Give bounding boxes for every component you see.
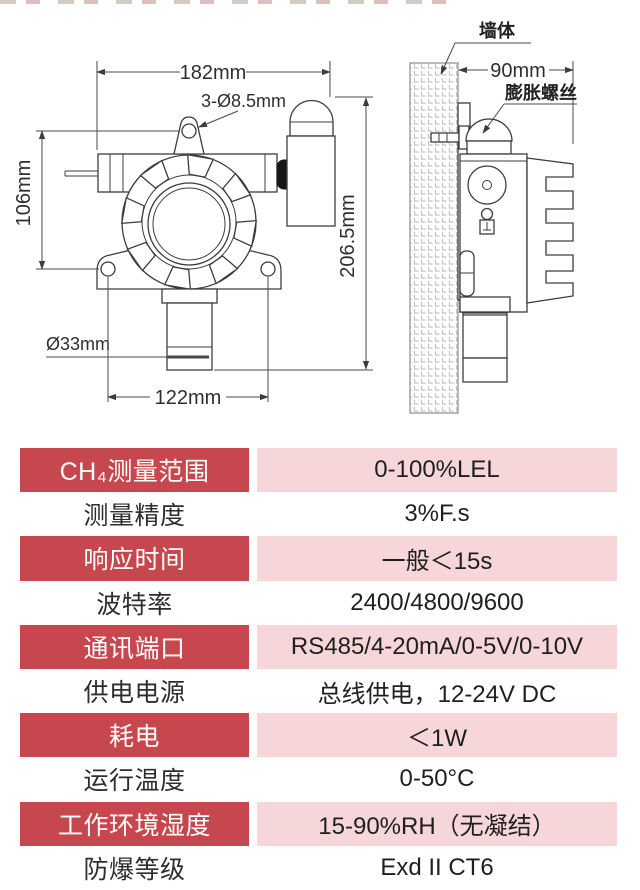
sensor-window-outer [147, 182, 231, 266]
top-crop-artifact [0, 0, 460, 4]
mounting-hole-right [260, 261, 276, 277]
front-view [64, 99, 336, 371]
spec-row: 运行温度 0-50°C [20, 757, 617, 801]
spec-label: 通讯端口 [20, 624, 249, 669]
spec-value: 15-90%RH（无凝结） [257, 801, 617, 846]
spec-label: 防爆等级 [83, 855, 186, 884]
spec-row: 测量精度 3%F.s [20, 492, 617, 536]
spec-label: 响应时间 [20, 536, 249, 581]
spec-label: 供电电源 [83, 679, 186, 708]
dimensions: 182mm 3-Ø8.5mm 106mm Ø33mm 122mm 206.5m [13, 20, 577, 409]
spec-value: 总线供电，12-24V DC [317, 680, 557, 708]
alarm-unit [286, 99, 336, 227]
housing-circle [120, 153, 258, 291]
dim-total-height: 206.5mm [337, 194, 359, 277]
spec-row: CH₄测量范围 0-100%LEL [20, 448, 617, 493]
spec-value: 一般＜15s [257, 536, 617, 581]
spec-row: 耗电 ＜1W [20, 713, 617, 758]
dim-depth: 90mm [490, 60, 546, 82]
spec-value: 0-50°C [399, 765, 475, 793]
dim-height: 106mm [13, 160, 35, 227]
screw-label: 膨胀螺丝 [504, 82, 577, 103]
spec-label: 运行温度 [83, 767, 186, 796]
wall-label: 墙体 [479, 20, 516, 41]
side-view [409, 62, 574, 414]
back-fins [526, 157, 574, 304]
dim-width: 182mm [180, 62, 247, 84]
left-probe [64, 170, 98, 177]
spec-row: 波特率 2400/4800/9600 [20, 581, 617, 625]
spec-row: 防爆等级 Exd II CT6 [20, 846, 617, 890]
sensor-cylinder [166, 302, 213, 371]
spec-row: 工作环境湿度 15-90%RH（无凝结） [20, 801, 617, 846]
spec-label: 工作环境湿度 [20, 801, 249, 846]
spec-value: ＜1W [257, 713, 617, 758]
spec-table: CH₄测量范围 0-100%LEL 测量精度 3%F.s 响应时间 一般＜15s… [20, 448, 617, 890]
sensor-side [462, 312, 508, 359]
spec-label: 耗电 [20, 713, 249, 758]
spec-value: 0-100%LEL [257, 448, 617, 493]
mounting-hole-left [100, 261, 116, 277]
dim-probe: Ø33mm [46, 334, 110, 354]
sensor-window-inner [152, 187, 226, 261]
wall [409, 62, 459, 414]
spec-row: 响应时间 一般＜15s [20, 536, 617, 581]
spec-row: 通讯端口 RS485/4-20mA/0-5V/0-10V [20, 624, 617, 669]
ear-hole [181, 123, 197, 139]
spec-label: CH₄测量范围 [20, 448, 249, 493]
spec-label: 测量精度 [83, 502, 186, 531]
spec-value: 2400/4800/9600 [350, 588, 524, 616]
dim-hole-spacing: 122mm [155, 387, 222, 409]
dim-holes: 3-Ø8.5mm [201, 91, 286, 111]
spec-row: 供电电源 总线供电，12-24V DC [20, 669, 617, 713]
dimension-drawing: 182mm 3-Ø8.5mm 106mm Ø33mm 122mm 206.5m [13, 20, 577, 414]
spec-value: Exd II CT6 [380, 853, 494, 881]
spec-label: 波特率 [96, 590, 173, 619]
spec-value: 3%F.s [404, 500, 470, 528]
sensor-neck [161, 288, 218, 304]
spec-value: RS485/4-20mA/0-5V/0-10V [257, 624, 617, 669]
